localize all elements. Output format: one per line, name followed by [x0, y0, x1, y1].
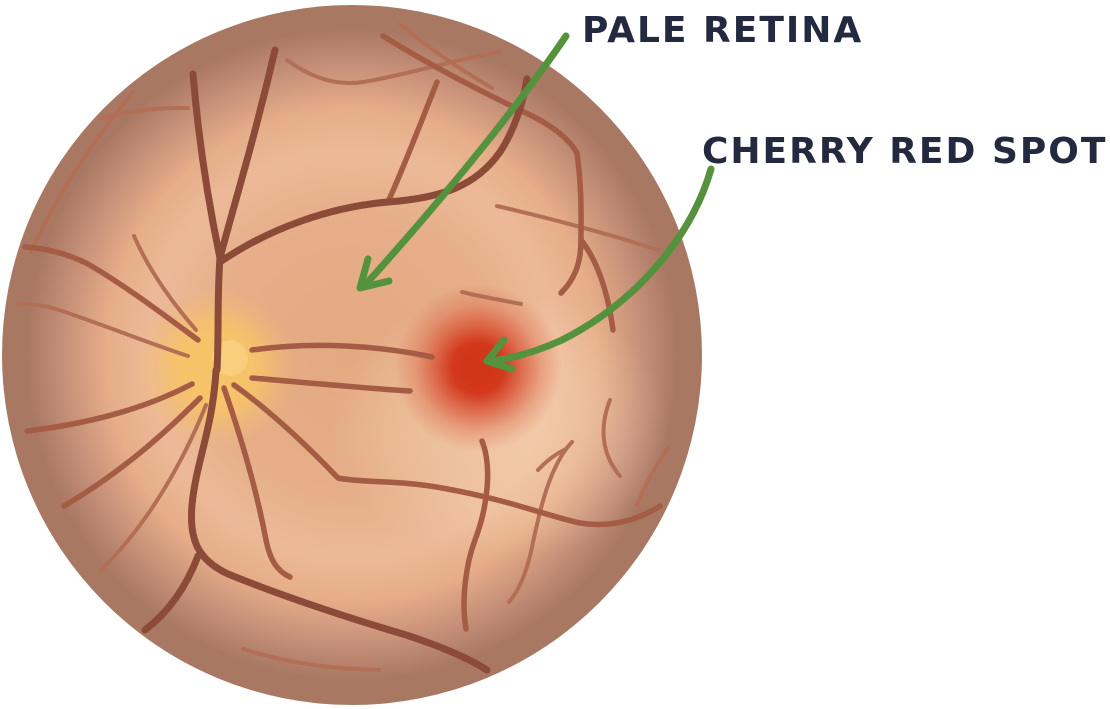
retinal-vessels-thin: [15, 22, 670, 672]
cherry-red-spot-arrow-icon: [483, 165, 715, 373]
cherry-red-spot-blob: [394, 284, 562, 452]
retinal-vessels-main: [141, 46, 531, 674]
cherry-red-spot-label: CHERRY RED SPOT: [702, 131, 1108, 172]
pale-retina-arrow-icon: [356, 32, 570, 292]
annotation-arrows: [356, 32, 715, 373]
retinal-vessels-mid: [22, 33, 663, 632]
pale-retina-label: PALE RETINA: [582, 10, 864, 51]
